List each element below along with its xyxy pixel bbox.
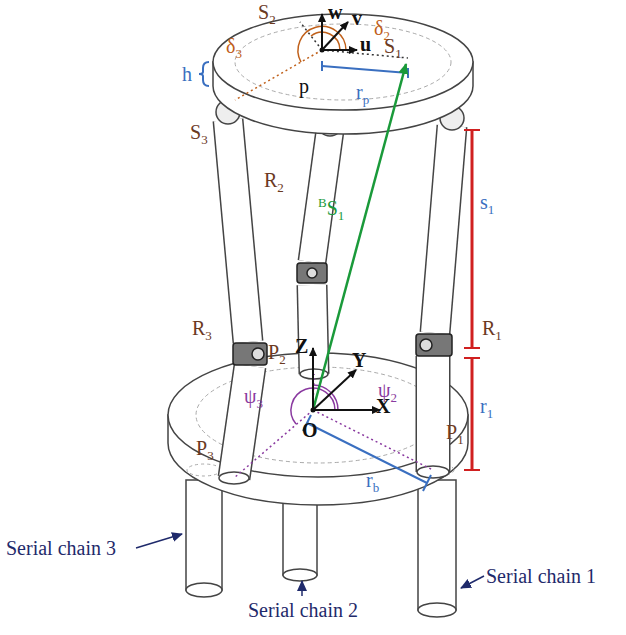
- chain-label: Serial chain 3: [6, 536, 116, 560]
- dimension-marks: [199, 61, 480, 491]
- angle-label: δ3: [226, 34, 242, 58]
- joint-label: P1: [446, 420, 464, 444]
- chain-label: Serial chain 2: [248, 598, 358, 622]
- moving-platform: [213, 14, 473, 134]
- joint-label: P2: [268, 340, 286, 364]
- base-platform: [168, 353, 468, 505]
- joint-label: S2: [258, 0, 276, 24]
- joint-label: S3: [190, 120, 208, 144]
- joint-label: R3: [192, 316, 212, 340]
- dimension-label: rb: [366, 468, 379, 492]
- point-label: p: [299, 74, 309, 98]
- axis-label: Z: [295, 334, 308, 358]
- axis-label: Y: [352, 348, 366, 372]
- base-frame: [234, 64, 433, 478]
- revolute-joints: [233, 263, 452, 365]
- platform-frame: [235, 14, 408, 100]
- joint-label: S1: [384, 34, 402, 58]
- joint-label: R1: [482, 316, 502, 340]
- axis-label: w: [328, 0, 342, 24]
- dimension-label: rp: [356, 80, 369, 104]
- axis-label: u: [360, 32, 371, 56]
- dimension-label: r1: [480, 394, 493, 418]
- dimension-label: s1: [480, 190, 494, 214]
- joint-label: P3: [196, 436, 214, 460]
- dimension-label: h: [182, 62, 192, 86]
- leg-links: [219, 120, 452, 484]
- point-label: O: [302, 418, 318, 442]
- axis-label: v: [352, 6, 362, 30]
- chain-label: Serial chain 1: [486, 564, 596, 588]
- joint-label: R2: [264, 168, 284, 192]
- vector-label: BS1: [318, 196, 344, 220]
- chain-pointers: [136, 534, 484, 596]
- angle-label: ψ3: [244, 384, 263, 408]
- axis-label: X: [376, 394, 390, 418]
